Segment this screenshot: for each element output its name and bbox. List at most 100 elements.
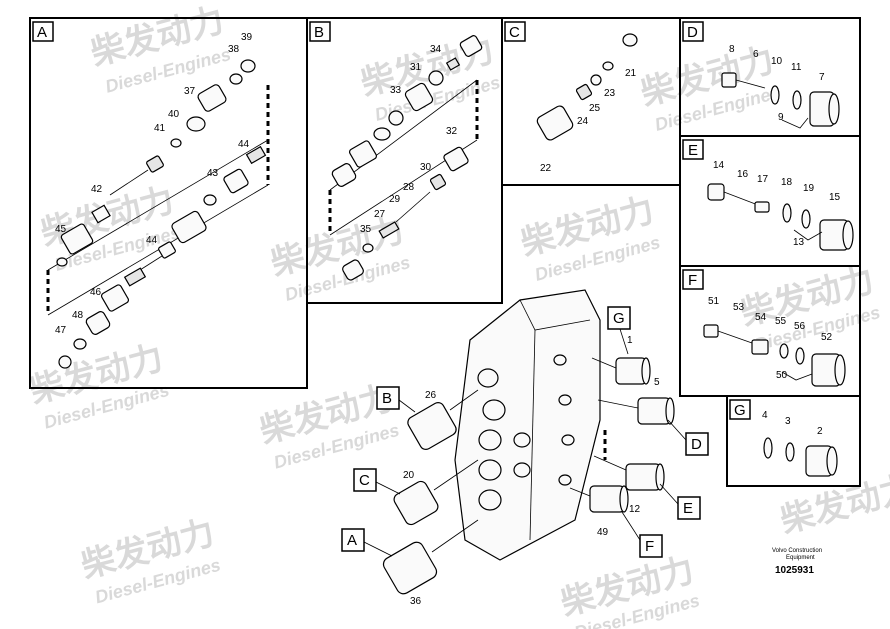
part-backup-ring [792,90,802,110]
callout-56: 56 [794,321,806,332]
callout-46: 46 [90,287,102,298]
part-ball [428,70,444,86]
valve-housing-edge [529,329,536,541]
panel-f-callouts: 51 53 54 55 56 52 50 [708,296,833,381]
callout-11: 11 [791,62,802,73]
callout-42: 42 [91,184,103,195]
part-plug [459,35,483,57]
part-o-ring [763,437,773,459]
callout-54: 54 [755,312,767,323]
part-washer [170,138,182,148]
valve-port [478,489,502,511]
callout-38: 38 [228,44,240,55]
assembly-axis [47,184,269,316]
assembly-a-cartridge [382,541,438,595]
assembly-axis [47,139,269,271]
main-callout-g: G [613,310,625,327]
callout-34: 34 [430,44,442,55]
main-callout-12: 12 [629,504,641,515]
panel-letters: A B C D E F G [32,21,751,420]
callout-6: 6 [753,49,759,60]
part-piston [751,339,769,355]
part-o-ring [770,85,780,105]
callout-7: 7 [819,72,825,83]
valve-port [513,432,531,448]
valve-port [558,394,572,406]
valve-port [558,474,572,486]
callout-3: 3 [785,416,791,427]
part-plug-face [842,220,854,250]
part-ring [91,204,111,224]
part-ring [362,243,374,253]
part-plug [707,183,725,201]
panel-g-letter: G [734,402,746,419]
part-nut [443,146,469,172]
valve-port [478,459,502,481]
part-body [171,210,207,244]
assembly-e-plug-face [655,463,665,491]
callout-37: 37 [184,86,196,97]
main-callout-f: F [645,538,654,555]
watermark-cn: 柴发动力 [777,468,890,540]
callout-4: 4 [762,410,768,421]
part-body [404,82,434,112]
panel-d-callouts: 8 6 10 11 7 9 [729,44,825,123]
part-poppet [429,173,447,191]
main-letter-callouts: G B C A D E F [341,306,709,558]
panel-d-parts [721,72,840,129]
main-number-callouts: 1 5 26 20 36 12 49 [403,335,660,607]
leader-d [597,399,639,409]
group-bracket [781,371,813,381]
main-callout-c: C [359,472,370,489]
panel-a-letter: A [37,24,47,41]
main-callout-26: 26 [425,390,437,401]
callout-45: 45 [55,224,67,235]
panel-b-parts [328,35,483,281]
callout-53: 53 [733,302,745,313]
part-nut [100,284,130,312]
part-o-ring [782,203,792,223]
main-callout-e: E [683,500,693,517]
callout-55: 55 [775,316,787,327]
panel-c-parts [536,33,638,141]
leader-b [449,389,479,411]
callout-9: 9 [778,112,784,123]
callout-30: 30 [420,162,432,173]
part-spring [723,191,759,206]
leader-g [591,357,617,369]
valve-port [482,399,506,421]
part-spring [395,191,431,223]
panel-frames [29,17,861,487]
callout-19: 19 [803,183,815,194]
part-spring [109,169,149,196]
part-ball [58,355,72,369]
main-callout-20: 20 [403,470,415,481]
part-plug [703,324,719,338]
callout-47: 47 [55,325,67,336]
footer-drawing-id: 1025931 [775,565,814,576]
callout-52: 52 [821,332,833,343]
callout-35: 35 [360,224,372,235]
main-callout-49: 49 [597,527,609,538]
main-callout-36: 36 [410,596,422,607]
group-bracket [781,117,809,129]
part-ring [229,73,243,85]
part-nut [223,168,249,194]
part-ring [56,257,68,267]
panel-a-parts [46,59,270,369]
callout-48: 48 [72,310,84,321]
panel-a-callouts: 39 38 37 40 41 42 45 43 44 44 46 48 47 [55,32,253,336]
part-plug-face [826,446,838,476]
part-plug [85,311,111,335]
callout-43: 43 [207,168,219,179]
panel-f-letter: F [688,272,697,289]
part-o-ring [186,116,206,132]
part-ring [373,127,391,141]
part-poppet [754,201,770,213]
part-screw [245,145,267,165]
callout-44-upper: 44 [238,139,250,150]
panel-e-callouts: 14 16 17 18 19 15 13 [713,160,841,248]
part-o-ring [779,343,789,359]
callout-24: 24 [577,116,589,127]
